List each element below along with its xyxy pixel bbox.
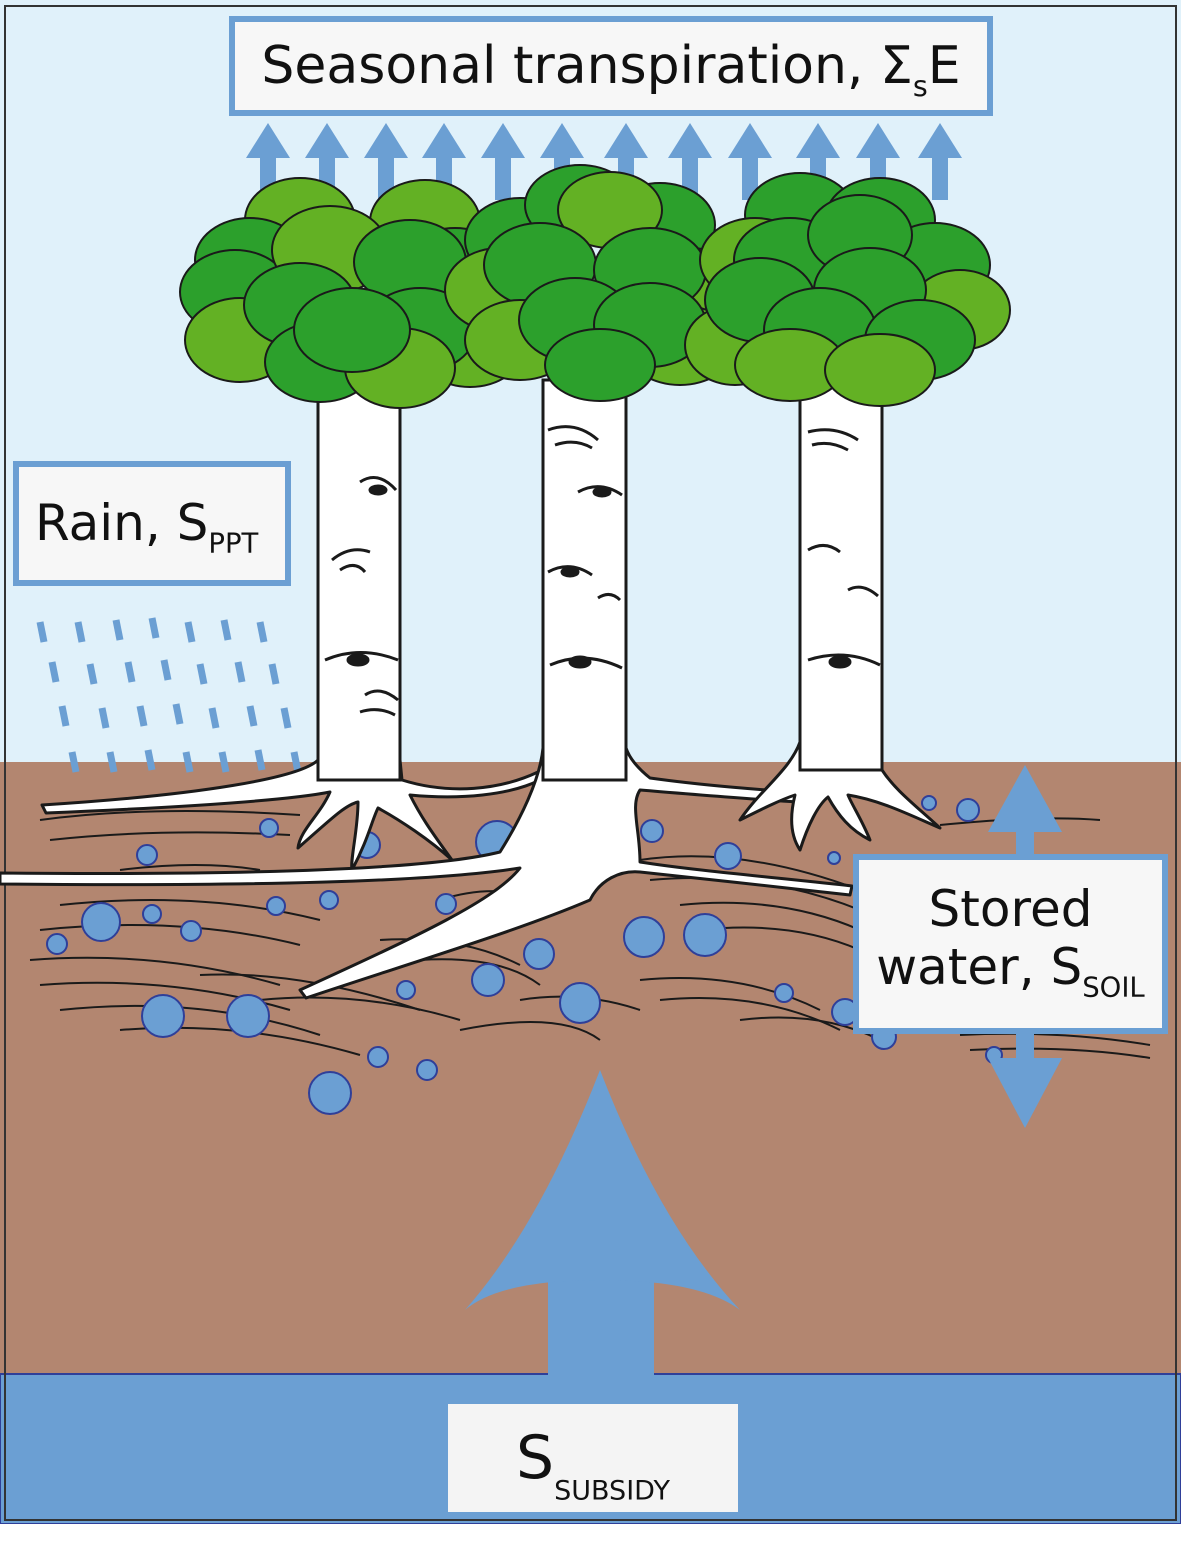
subsidy-text: S [516, 1423, 555, 1493]
subsidy-arrow [465, 1070, 740, 1410]
rain-subscript: PPT [208, 527, 259, 560]
transpiration-arrow [481, 123, 525, 200]
stored-text-line2: water, SSOIL [859, 938, 1162, 1016]
trunks [316, 378, 884, 782]
middle-tree-root [0, 746, 854, 1000]
transpiration-symbol: E [927, 36, 961, 96]
frame [4, 5, 1177, 1521]
left-tree-root [40, 758, 542, 872]
transpiration-arrow [918, 123, 962, 200]
transpiration-arrow [728, 123, 772, 200]
rain-text: Rain, S [35, 494, 209, 552]
transpiration-text: Seasonal transpiration, Σ [261, 36, 913, 96]
subsidy-subscript: SUBSIDY [554, 1475, 670, 1507]
transpiration-label: Seasonal transpiration, ΣsE [229, 16, 993, 116]
bark-marks [324, 425, 881, 717]
middle-trunk [541, 378, 628, 782]
rain-drops [36, 617, 302, 773]
roots [0, 740, 942, 1000]
subsidy-label: SSUBSIDY [448, 1404, 738, 1512]
stored-text-line1: Stored [928, 880, 1093, 938]
canopy-right [684, 172, 1011, 407]
canopy-middle [444, 164, 746, 402]
canopy-left [179, 177, 526, 409]
right-tree-root [738, 740, 942, 852]
right-trunk [798, 378, 884, 772]
transpiration-subscript: s [912, 68, 928, 103]
left-trunk [316, 378, 402, 782]
rain-label: Rain, SPPT [13, 461, 291, 586]
stored-text-main: water, S [876, 938, 1083, 996]
stored-subscript: SOIL [1082, 971, 1145, 1004]
